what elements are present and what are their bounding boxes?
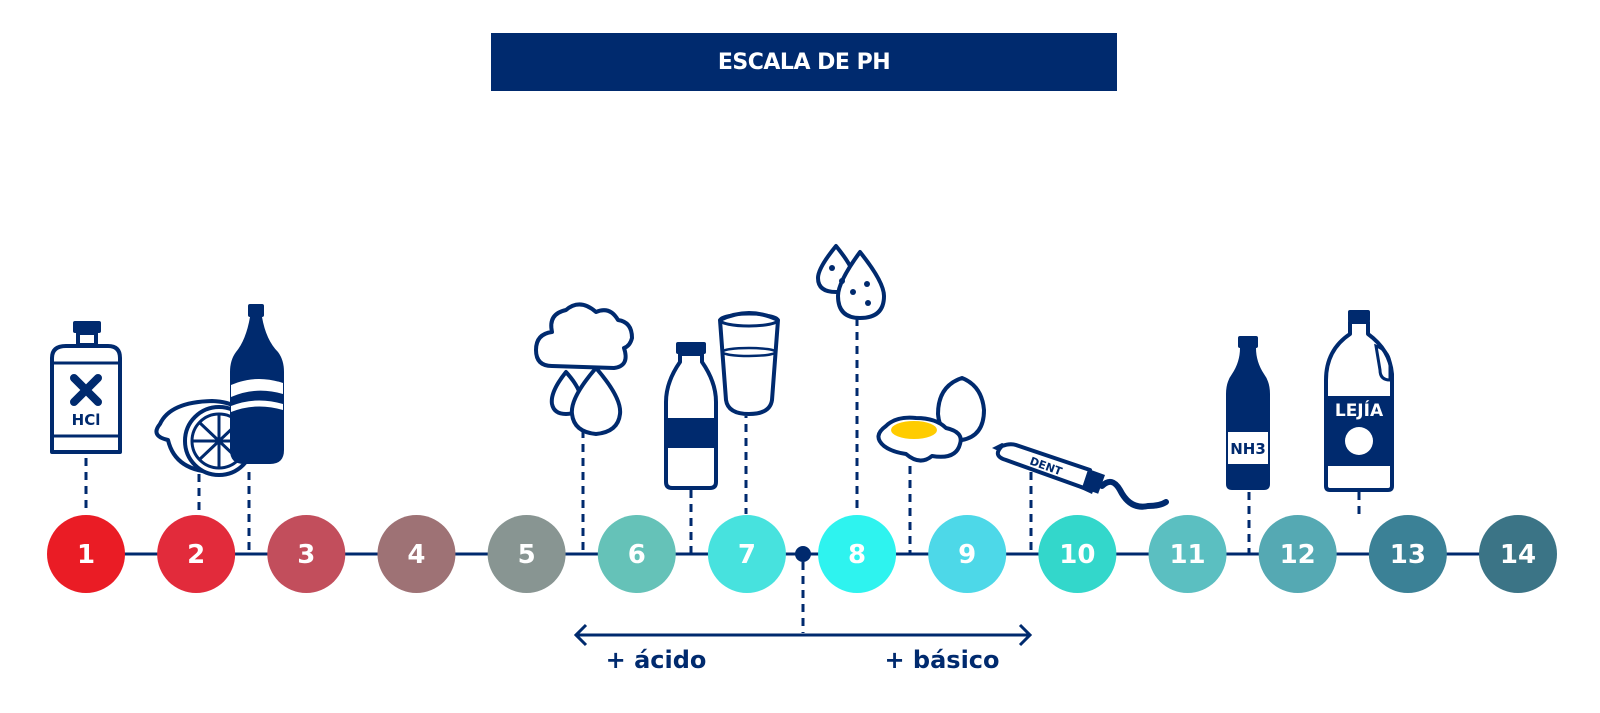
ph-value-label-9: 9 bbox=[958, 540, 976, 570]
milk-bottle-icon bbox=[664, 342, 718, 490]
bleach-jug-icon: LEJÍA bbox=[1324, 310, 1394, 492]
ph-value-label-6: 6 bbox=[628, 540, 646, 570]
ph-value-label-2: 2 bbox=[187, 540, 205, 570]
acid-basic-arrow bbox=[573, 623, 1033, 647]
ph-value-label-1: 1 bbox=[77, 540, 95, 570]
ph-value-label-14: 14 bbox=[1500, 540, 1536, 570]
ph-value-label-5: 5 bbox=[518, 540, 536, 570]
page-title: ESCALA DE PH bbox=[717, 49, 891, 75]
ph-value-label-7: 7 bbox=[738, 540, 756, 570]
toothpaste-icon: DENT bbox=[992, 442, 1169, 510]
ph-value-label-3: 3 bbox=[297, 540, 315, 570]
water-glass-icon bbox=[718, 311, 780, 416]
ph-circle-1 bbox=[47, 515, 125, 593]
ph-value-label-12: 12 bbox=[1280, 540, 1316, 570]
ph-value-label-4: 4 bbox=[407, 540, 425, 570]
hcl-label: HCl bbox=[72, 411, 101, 429]
basic-direction-label: + básico bbox=[884, 646, 999, 674]
acid-direction-label: + ácido bbox=[606, 646, 707, 674]
ph-circle-11 bbox=[1148, 515, 1227, 593]
ph-circle-3 bbox=[267, 515, 346, 593]
ph-circle-8 bbox=[818, 515, 897, 593]
ph-circle-10 bbox=[1038, 515, 1117, 593]
ph-circle-5 bbox=[487, 515, 566, 593]
egg-icon bbox=[876, 376, 986, 463]
bleach-label: LEJÍA bbox=[1335, 399, 1384, 421]
rain-cloud-icon bbox=[534, 302, 634, 436]
sea-water-drops-icon bbox=[816, 244, 886, 320]
ph-value-label-11: 11 bbox=[1169, 540, 1205, 570]
ph-value-label-8: 8 bbox=[848, 540, 866, 570]
title-banner: ESCALA DE PH bbox=[491, 33, 1117, 91]
ph-circle-4 bbox=[377, 515, 456, 593]
hydrochloric-acid-icon: HCl bbox=[50, 321, 122, 454]
ph-value-label-13: 13 bbox=[1390, 540, 1426, 570]
ph-circle-7 bbox=[707, 515, 786, 593]
ph-circle-2 bbox=[157, 515, 236, 593]
ph-circle-13 bbox=[1368, 515, 1447, 593]
ph-circle-6 bbox=[597, 515, 676, 593]
ammonia-label: NH3 bbox=[1230, 440, 1266, 458]
icon-connectors bbox=[84, 318, 1361, 554]
ph-value-label-10: 10 bbox=[1059, 540, 1095, 570]
soda-bottle-icon bbox=[230, 304, 284, 464]
neutral-point bbox=[795, 546, 811, 562]
ph-circle-14 bbox=[1479, 515, 1557, 593]
ph-circle-12 bbox=[1258, 515, 1337, 593]
ph-circle-9 bbox=[928, 515, 1007, 593]
ammonia-bottle-icon: NH3 bbox=[1226, 336, 1270, 490]
